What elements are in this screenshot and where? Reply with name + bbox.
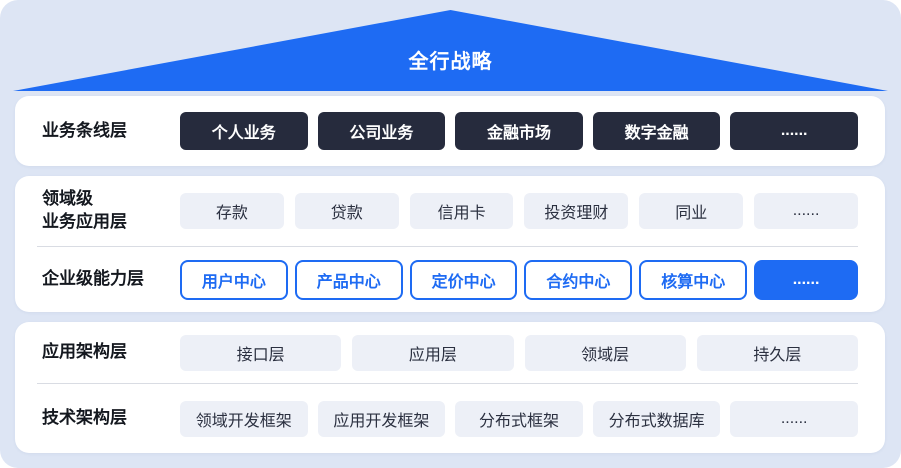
business-line-pill: 数字金融	[592, 112, 721, 150]
domain-apps-label-line2: 业务应用层	[42, 212, 127, 231]
strategy-title: 全行战略	[408, 51, 493, 73]
app-layer-pill: 应用层	[352, 334, 514, 371]
business-line-pill: 金融市场	[455, 112, 583, 150]
capability-center-pill: 合约中心	[524, 259, 633, 300]
capability-center-pill: 定价中心	[409, 259, 518, 300]
tech-framework-pill: 分布式数据库	[592, 400, 721, 437]
app-architecture-label: 应用架构层	[42, 342, 127, 362]
business-lines-label: 业务条线层	[42, 120, 127, 140]
app-layer-pill: 接口层	[180, 334, 342, 371]
capability-center-pill: 产品中心	[294, 259, 403, 300]
tech-architecture-row: 技术架构层 领域开发框架 应用开发框架 分布式框架 分布式数据库 ......	[15, 384, 885, 453]
capability-center-pill: 用户中心	[180, 259, 288, 300]
domain-app-pill: 同业	[639, 193, 744, 229]
business-lines-row: 业务条线层 个人业务 公司业务 金融市场 数字金融 ......	[15, 96, 885, 166]
app-architecture-pills: 接口层 应用层 领域层 持久层	[180, 334, 858, 371]
domain-apps-pills: 存款 贷款 信用卡 投资理财 同业 ......	[180, 193, 858, 229]
business-line-pill: 个人业务	[180, 112, 308, 150]
tech-framework-pill-more: ......	[730, 400, 858, 437]
tech-architecture-pills: 领域开发框架 应用开发框架 分布式框架 分布式数据库 ......	[180, 400, 858, 437]
domain-app-pill: 投资理财	[524, 193, 629, 229]
tech-architecture-label: 技术架构层	[42, 408, 127, 428]
enterprise-capabilities-row: 企业级能力层 用户中心 产品中心 定价中心 合约中心 核算中心 ......	[15, 247, 885, 312]
domain-capability-card: 领域级 业务应用层 存款 贷款 信用卡 投资理财 同业 ...... 企业级能力…	[15, 176, 885, 312]
business-lines-pills: 个人业务 公司业务 金融市场 数字金融 ......	[180, 112, 858, 150]
app-layer-pill: 持久层	[696, 334, 858, 371]
capability-center-pill: 核算中心	[639, 259, 748, 300]
divider	[37, 246, 858, 247]
enterprise-capabilities-label: 企业级能力层	[42, 269, 144, 289]
app-layer-pill: 领域层	[524, 334, 686, 371]
business-line-pill-more: ......	[730, 112, 858, 150]
domain-app-pill: 贷款	[294, 193, 399, 229]
divider	[37, 383, 858, 384]
domain-apps-row: 领域级 业务应用层 存款 贷款 信用卡 投资理财 同业 ......	[15, 176, 885, 246]
tech-framework-pill: 领域开发框架	[180, 400, 308, 437]
enterprise-capabilities-pills: 用户中心 产品中心 定价中心 合约中心 核算中心 ......	[180, 259, 858, 300]
business-lines-card: 业务条线层 个人业务 公司业务 金融市场 数字金融 ......	[15, 96, 885, 166]
strategy-roof: 全行战略	[13, 10, 888, 91]
app-architecture-row: 应用架构层 接口层 应用层 领域层 持久层	[15, 322, 885, 383]
tech-framework-pill: 应用开发框架	[317, 400, 446, 437]
domain-app-pill-more: ......	[754, 193, 858, 229]
domain-app-pill: 存款	[180, 193, 284, 229]
architecture-card: 应用架构层 接口层 应用层 领域层 持久层 技术架构层 领域开发框架 应用开发框…	[15, 322, 885, 453]
business-line-pill: 公司业务	[317, 112, 446, 150]
tech-framework-pill: 分布式框架	[455, 400, 583, 437]
domain-app-pill: 信用卡	[409, 193, 514, 229]
domain-apps-label-line1: 领域级	[42, 189, 93, 209]
domain-apps-label: 领域级 业务应用层	[15, 188, 180, 234]
capability-center-pill-more: ......	[754, 259, 858, 300]
